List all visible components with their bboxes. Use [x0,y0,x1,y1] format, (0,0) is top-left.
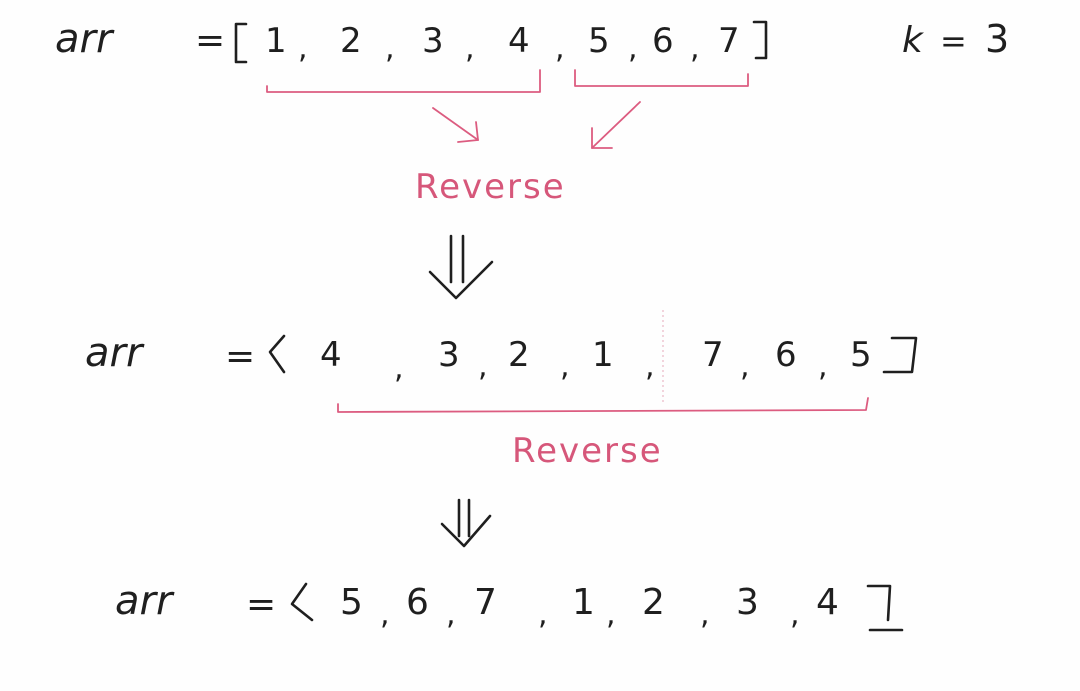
original-value-1: 1 [265,21,287,61]
original-comma: , [628,31,638,66]
partial-comma: , [560,349,570,384]
partial-right-bracket [882,336,918,374]
partial-comma: , [645,349,655,384]
original-value-4: 4 [508,21,530,61]
partial-value-2: 3 [438,335,460,375]
right-arrow-head [591,127,613,149]
k-equals: = [940,22,967,60]
final-array-label: arr [115,578,175,624]
partial-value-3: 2 [508,335,530,375]
left-arrow-head [457,121,479,143]
original-value-5: 5 [588,21,610,61]
original-array-equals: = [195,20,225,61]
final-value-3: 7 [474,582,497,623]
final-value-2: 6 [406,582,429,623]
k-label: k [902,20,925,61]
final-array-row: arr = 5 , 6 , 7 , 1 , 2 , 3 , 4 [115,578,904,632]
final-value-1: 5 [340,582,363,623]
final-comma: , [446,597,456,632]
partial-reverse-row: arr = 4 , 3 , 2 , 1 , 7 , 6 , 5 [85,310,918,405]
k-value: 3 [985,17,1009,61]
partial-array-equals: = [225,336,255,377]
original-comma: , [298,31,308,66]
final-value-7: 4 [816,582,839,623]
final-comma: , [606,597,616,632]
original-comma: , [690,31,700,66]
first-split-braces [266,69,749,93]
partial-left-bracket [268,334,286,374]
original-comma: , [465,31,475,66]
final-comma: , [700,597,710,632]
second-double-arrow [440,498,492,548]
right-arrow-shaft [591,101,641,149]
first-reverse-label: Reverse [415,167,566,207]
second-reverse-label: Reverse [512,431,663,471]
final-left-bracket [290,582,314,622]
partial-value-7: 5 [850,335,872,375]
original-comma: , [555,31,565,66]
whole-array-brace [337,397,869,413]
final-right-bracket [866,584,892,622]
original-comma: , [385,31,395,66]
final-array-equals: = [246,584,276,625]
original-array-row: arr = 1 , 2 , 3 , 4 , 5 , 6 , 7 k = 3 [55,16,1009,66]
original-array-label: arr [55,16,115,62]
original-value-3: 3 [422,21,444,61]
partial-value-1: 4 [320,335,342,375]
final-comma: , [380,597,390,632]
final-value-4: 1 [572,582,595,623]
partial-comma: , [818,349,828,384]
original-value-2: 2 [340,21,362,61]
partial-value-5: 7 [702,335,724,375]
final-value-6: 3 [736,582,759,623]
original-value-6: 6 [652,21,674,61]
partial-value-4: 1 [592,335,614,375]
final-value-5: 2 [642,582,665,623]
converging-arrows [432,101,641,149]
left-segment-brace [266,69,541,93]
partial-value-6: 6 [775,335,797,375]
original-value-7: 7 [718,21,740,61]
original-right-bracket [752,20,768,60]
right-segment-brace [574,69,749,87]
partial-comma: , [394,351,404,386]
left-arrow-shaft [432,107,479,141]
partial-comma: , [740,349,750,384]
partial-array-label: arr [85,330,145,376]
final-comma: , [790,597,800,632]
final-comma: , [538,597,548,632]
first-double-arrow [428,234,494,300]
original-left-bracket [234,22,248,64]
partial-comma: , [478,349,488,384]
